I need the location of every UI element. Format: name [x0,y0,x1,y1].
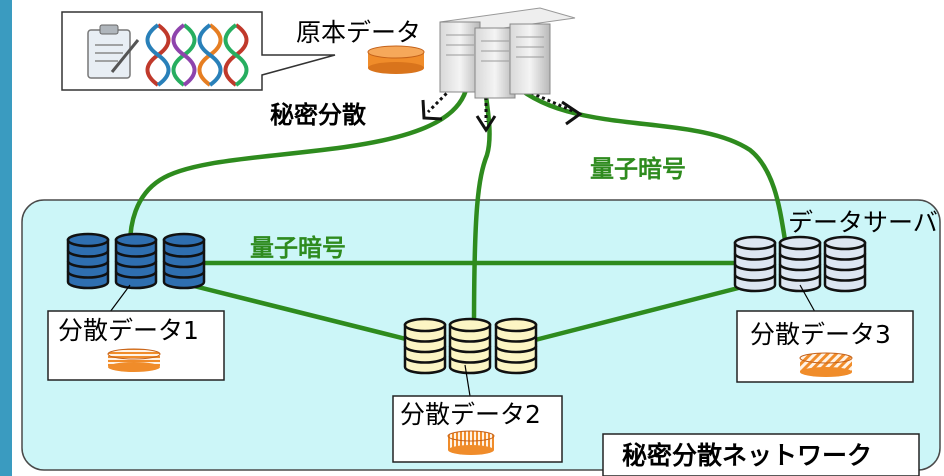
original-data-label: 原本データ [296,18,422,47]
network-title-box [602,433,920,476]
server-rack-icon [439,7,576,99]
link-middle-to-right [534,282,751,343]
share-3-disk-icon [799,352,853,377]
share-3-label: 分散データ3 [750,320,891,349]
connector-share-2 [464,364,471,397]
link-origin-to-left [127,74,471,246]
share-2-label: 分散データ2 [400,400,541,429]
clipboard-icon [87,24,140,79]
link-lines [127,73,788,343]
data-server-label: データサーバ [788,208,938,237]
database-group-2 [403,317,538,375]
network-title: 秘密分散ネットワーク [622,441,873,470]
link-origin-to-middle [471,74,492,331]
dna-icon [145,23,249,87]
secret-sharing-label: 秘密分散 [270,101,366,129]
share-1-disk-icon [107,348,161,372]
quantum-crypto-label-upper: 量子暗号 [590,155,686,183]
database-group-3 [733,235,867,293]
connector-share-3 [799,284,816,313]
share-2-disk-icon [447,430,495,455]
link-left-to-middle [189,282,411,343]
original-data-disk-icon [367,45,425,74]
source-data-callout [61,11,336,91]
share-1-label: 分散データ1 [58,316,199,345]
distribution-arrowheads [421,99,583,133]
quantum-crypto-label-lower: 量子暗号 [250,234,346,262]
database-group-1 [66,232,206,290]
link-origin-to-right [503,73,788,241]
connector-share-1 [109,284,131,313]
accent-bar [0,0,12,476]
